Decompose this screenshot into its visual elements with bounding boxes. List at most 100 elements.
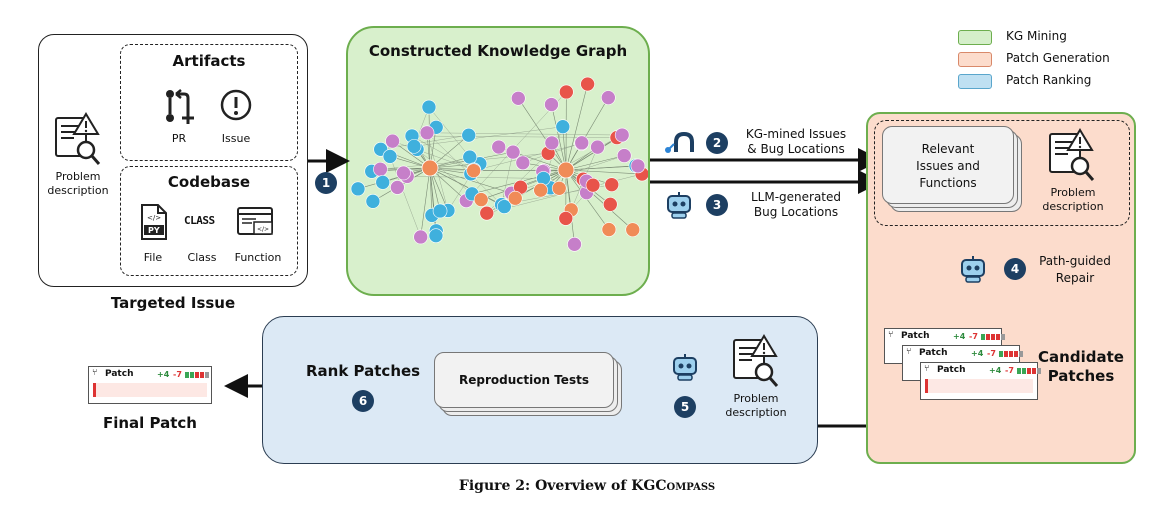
graph-node xyxy=(507,190,523,206)
graph-node xyxy=(432,203,448,219)
graph-node xyxy=(515,155,531,171)
graph-edge xyxy=(420,167,431,238)
graph-node xyxy=(350,181,366,197)
graph-node xyxy=(604,177,620,192)
graph-node xyxy=(551,180,567,196)
class-icon: CLASS xyxy=(184,210,220,238)
issue-label: Issue xyxy=(221,132,251,145)
graph-edge xyxy=(428,106,470,158)
generation-problem-label-2: description xyxy=(1042,200,1104,213)
legend-label-patch-generation: Patch Generation xyxy=(1006,51,1110,65)
patch-additions: +4 xyxy=(989,366,1002,375)
svg-text:</>: </> xyxy=(257,226,269,233)
graph-node xyxy=(601,90,616,105)
git-icon: ⑂ xyxy=(906,347,912,357)
graph-node xyxy=(396,165,411,181)
patch-diff-bars xyxy=(981,334,1005,340)
function-label: Function xyxy=(234,251,282,264)
graph-node xyxy=(461,127,477,143)
generation-problem-label-1: Problem xyxy=(1050,186,1096,199)
legend-label-kg-mining: KG Mining xyxy=(1006,29,1067,43)
graph-node xyxy=(544,97,559,112)
graph-edge xyxy=(357,167,431,190)
candidate-patches-line-1: Candidate xyxy=(1038,348,1124,366)
graph-edge xyxy=(429,134,469,169)
targeted-problem-label-1: Problem xyxy=(55,170,101,183)
relevant-line-2: Issues and xyxy=(916,159,980,173)
graph-node xyxy=(616,148,632,163)
git-icon: ⑂ xyxy=(92,368,98,378)
graph-node xyxy=(567,237,582,252)
patch-diff-marker xyxy=(93,383,96,397)
graph-node xyxy=(382,149,398,164)
reproduction-tests-box xyxy=(434,352,614,408)
targeted-issue-title: Targeted Issue xyxy=(110,294,236,312)
graph-edge xyxy=(565,155,625,171)
graph-node xyxy=(544,135,560,151)
legend-label-patch-ranking: Patch Ranking xyxy=(1006,73,1092,87)
graph-node xyxy=(602,197,618,212)
patch-diff-bars xyxy=(185,372,209,378)
graph-node xyxy=(406,139,422,154)
patch-additions: +4 xyxy=(953,332,966,341)
graph-node xyxy=(533,182,548,198)
step-3-label-2: Bug Locations xyxy=(753,205,839,219)
targeted-problem-label-2: description xyxy=(47,184,109,197)
patch-diff-strip xyxy=(93,383,207,397)
patch-label: Patch xyxy=(901,331,930,341)
patch-diff-bars xyxy=(999,351,1023,357)
graph-edge xyxy=(501,152,514,205)
issue-icon xyxy=(220,89,252,121)
graph-node xyxy=(390,180,405,195)
graph-edge xyxy=(427,132,623,136)
step-4-badge: 4 xyxy=(1004,258,1026,280)
pr-label: PR xyxy=(171,132,187,145)
graph-node xyxy=(630,158,646,174)
problem-description-icon-ranking xyxy=(733,334,779,387)
graph-edge xyxy=(429,167,505,207)
codebase-title: Codebase xyxy=(167,173,251,191)
function-icon: </> xyxy=(237,207,273,235)
legend-swatch-patch-ranking xyxy=(958,74,992,89)
pull-request-icon xyxy=(166,89,194,124)
graph-node xyxy=(419,125,435,141)
class-label: Class xyxy=(187,251,217,264)
step-2-label-2: & Bug Locations xyxy=(747,142,845,156)
step-3-badge: 3 xyxy=(706,194,728,216)
step-3-label-1: LLM-generated xyxy=(750,190,842,204)
graph-node xyxy=(511,90,526,106)
knowledge-graph-panel xyxy=(346,26,650,296)
patch-additions: +4 xyxy=(157,370,170,379)
graph-node xyxy=(559,84,574,100)
rank-patches-label: Rank Patches xyxy=(306,362,421,380)
artifacts-title: Artifacts xyxy=(172,52,246,70)
graph-node xyxy=(614,127,630,143)
step-2-badge: 2 xyxy=(706,132,728,154)
robot-icon-repair xyxy=(961,256,985,283)
graph-node xyxy=(574,135,590,151)
step-4-label-2: Repair xyxy=(1055,271,1095,285)
graph-hub-node xyxy=(557,161,575,179)
graph-node xyxy=(466,163,481,178)
relevant-issues-box xyxy=(882,126,1014,204)
candidate-patches-line-2: Patches xyxy=(1047,367,1115,385)
graph-node xyxy=(601,222,617,237)
context-dashed-box xyxy=(874,120,1130,226)
graph-hub-node xyxy=(421,159,439,177)
patch-deletions: -7 xyxy=(969,332,978,341)
git-icon: ⑂ xyxy=(888,330,894,340)
patch-additions: +4 xyxy=(971,349,984,358)
graph-edge xyxy=(426,132,502,205)
graph-node xyxy=(479,205,495,221)
final-patch-label: Final Patch xyxy=(102,414,197,432)
legend: KG Mining Patch Generation Patch Ranking xyxy=(958,28,1158,98)
problem-description-icon xyxy=(55,112,101,165)
graph-node xyxy=(491,139,507,155)
svg-text:</>: </> xyxy=(147,214,161,222)
patch-diff-bars xyxy=(1017,368,1041,374)
graph-node xyxy=(375,175,391,190)
figure-caption: Figure 2: Overview of KGCompass xyxy=(0,478,1174,494)
patch-diff-strip xyxy=(925,379,1033,393)
patch-diff-marker xyxy=(925,379,928,393)
graph-node xyxy=(497,199,512,214)
